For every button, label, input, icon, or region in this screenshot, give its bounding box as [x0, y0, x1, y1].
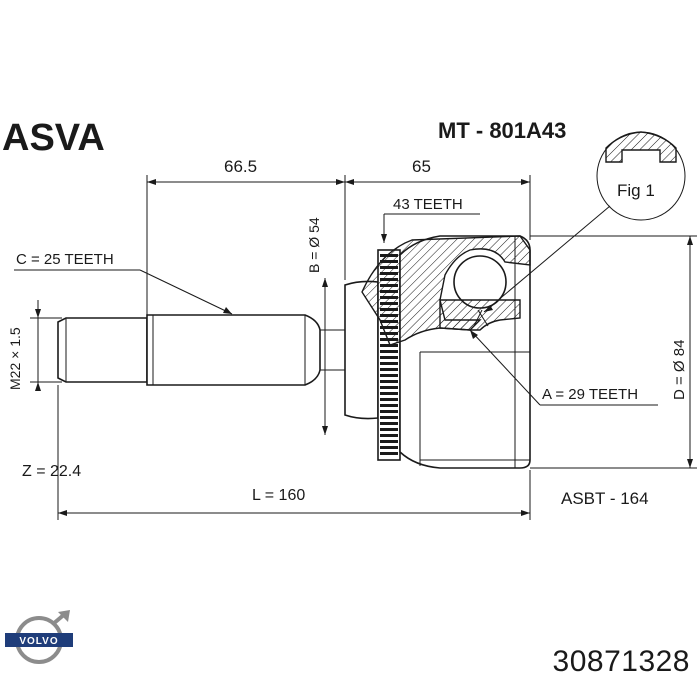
housing [361, 235, 531, 469]
abs-tooth [380, 362, 398, 365]
oem-brand-label: VOLVO [19, 636, 58, 647]
abs-tooth [380, 422, 398, 425]
model-code: MT - 801A43 [438, 118, 566, 143]
abs-tooth [380, 434, 398, 437]
dim-total-length-label: L = 160 [252, 487, 305, 504]
abs-tooth [380, 356, 398, 359]
abs-tooth [380, 392, 398, 395]
cross-reference: ASBT - 164 [561, 489, 649, 508]
dim-bearing-dia: B = Ø 54 [306, 217, 328, 435]
abs-tooth [380, 380, 398, 383]
dim-thread-label: M22 × 1.5 [7, 327, 23, 390]
dim-inner-spline: A = 29 TEETH [469, 329, 658, 406]
abs-tooth [380, 428, 398, 431]
dim-outer-teeth-label: 43 TEETH [393, 196, 463, 213]
shaft [57, 280, 379, 420]
dim-shaft-spline-label: C = 25 TEETH [16, 251, 114, 268]
dim-bearing-dia-label: B = Ø 54 [306, 217, 322, 273]
part-number: 30871328 [552, 645, 690, 678]
abs-tooth [380, 452, 398, 455]
abs-tooth [380, 440, 398, 443]
dim-shaft-length-label: 66.5 [224, 157, 257, 176]
dim-z: Z = 22.4 [22, 385, 81, 520]
figure-callout: Fig 1 [483, 131, 686, 313]
dim-outer-dia-label: D = Ø 84 [671, 340, 688, 400]
dim-z-label: Z = 22.4 [22, 463, 81, 480]
dim-shaft-spline: C = 25 TEETH [14, 251, 233, 315]
dim-inner-spline-label: A = 29 TEETH [542, 386, 638, 403]
dim-outer-teeth: 43 TEETH [381, 196, 480, 243]
dim-outer-dia: D = Ø 84 [530, 235, 697, 469]
brand-title: ASVA [2, 117, 105, 159]
abs-tooth [380, 386, 398, 389]
abs-tooth [380, 374, 398, 377]
abs-tooth [380, 368, 398, 371]
dim-total-length: L = 160 [58, 470, 531, 520]
abs-tooth [380, 398, 398, 401]
dim-housing-length-label: 65 [412, 157, 431, 176]
housing-section [361, 235, 531, 346]
abs-tooth [380, 446, 398, 449]
dim-housing-length: 65 [345, 157, 531, 240]
dim-shaft-length: 66.5 [146, 157, 346, 315]
abs-tooth [380, 344, 398, 347]
volvo-logo-icon: VOLVO [5, 610, 73, 664]
dim-thread: M22 × 1.5 [7, 300, 62, 391]
abs-tooth [380, 350, 398, 353]
figure-label: Fig 1 [617, 181, 655, 200]
abs-tooth [380, 410, 398, 413]
abs-tooth [380, 404, 398, 407]
abs-tooth [380, 416, 398, 419]
